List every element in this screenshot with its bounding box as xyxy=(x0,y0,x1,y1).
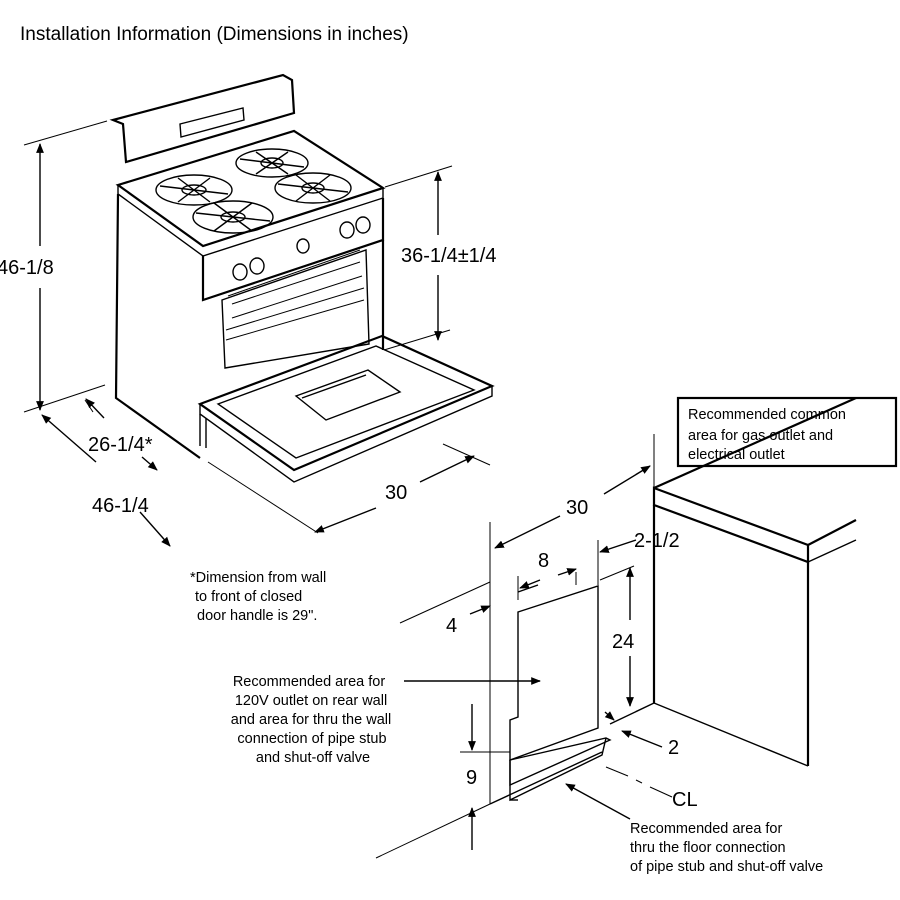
wall-width-label: 30 xyxy=(566,497,588,519)
footnote-line-3: door handle is 29". xyxy=(197,608,317,624)
closed-depth-label: 26-1/4* xyxy=(88,434,153,456)
area-height-label: 24 xyxy=(612,631,634,653)
floor-area-line-3: of pipe stub and shut-off valve xyxy=(630,859,823,875)
floor-height-label: 9 xyxy=(466,767,477,789)
centerline-symbol: CL xyxy=(672,789,698,811)
area-width-label: 8 xyxy=(538,550,549,572)
common-area-line-1: Recommended common xyxy=(688,407,846,423)
wall-cabinet-illustration xyxy=(375,396,857,859)
overall-height-label: 46-1/8 xyxy=(0,257,54,279)
cooktop-height-label: 36-1/4±1/4 xyxy=(401,245,497,267)
left-offset-label: 4 xyxy=(446,615,457,637)
wall-dimension-lines xyxy=(404,465,673,850)
footnote-line-2: to front of closed xyxy=(195,589,302,605)
right-offset-label: 2-1/2 xyxy=(634,530,680,552)
range-width-label: 30 xyxy=(385,482,407,504)
common-area-line-2: area for gas outlet and xyxy=(688,428,833,444)
range-illustration xyxy=(109,73,495,483)
open-depth-label: 46-1/4 xyxy=(92,495,149,517)
rear-wall-line-1: Recommended area for xyxy=(233,674,385,690)
rear-wall-line-4: connection of pipe stub xyxy=(237,731,386,747)
range-dimension-lines xyxy=(23,120,491,547)
rear-wall-line-2: 120V outlet on rear wall xyxy=(235,693,387,709)
common-area-line-3: electrical outlet xyxy=(688,447,785,463)
rear-wall-line-5: and shut-off valve xyxy=(256,750,370,766)
floor-area-line-2: thru the floor connection xyxy=(630,840,786,856)
page-title: Installation Information (Dimensions in … xyxy=(20,24,409,45)
rear-wall-line-3: and area for thru the wall xyxy=(231,712,391,728)
footnote-line-1: *Dimension from wall xyxy=(190,570,326,586)
common-area-box xyxy=(676,396,898,468)
floor-area-line-1: Recommended area for xyxy=(630,821,782,837)
floor-depth-label: 2 xyxy=(668,737,679,759)
